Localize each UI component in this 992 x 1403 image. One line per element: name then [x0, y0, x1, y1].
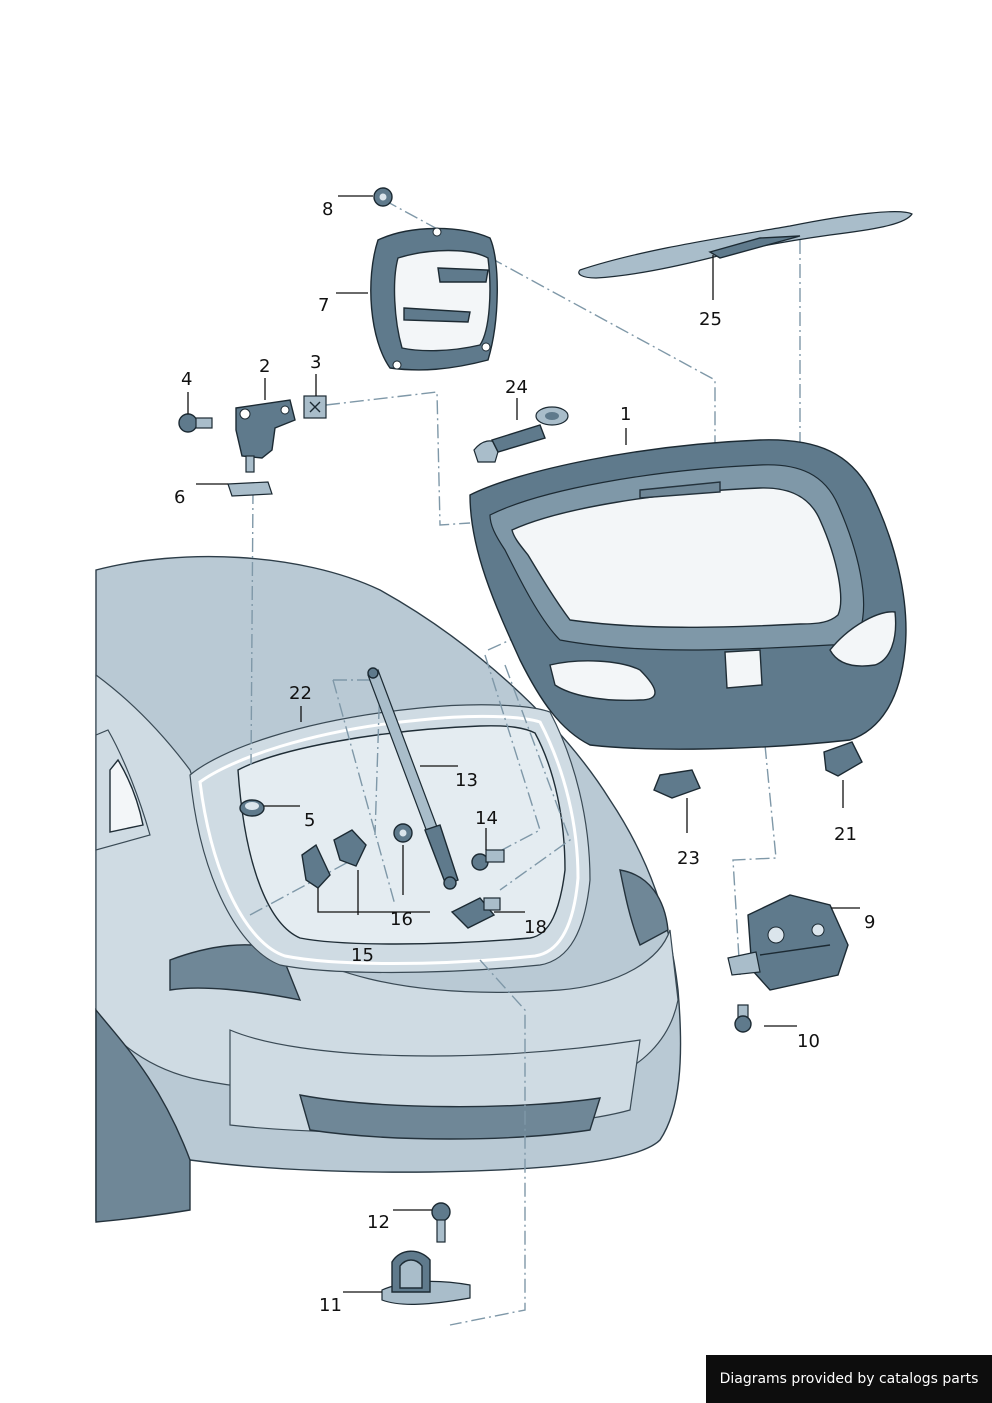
gasket-part — [227, 481, 273, 497]
label-9: 9 — [864, 912, 875, 933]
label-22: 22 — [289, 683, 312, 704]
label-15: 15 — [351, 945, 374, 966]
striker-part — [381, 1250, 471, 1305]
hinge-part — [235, 399, 296, 473]
lock-part — [727, 894, 849, 991]
label-13: 13 — [455, 770, 478, 791]
leader-lines — [187, 195, 860, 1293]
bolt-part-10 — [734, 1004, 752, 1033]
label-14: 14 — [475, 808, 498, 829]
grommet-part — [473, 406, 569, 463]
footer-banner: Diagrams provided by catalogs parts — [706, 1355, 992, 1403]
label-5: 5 — [304, 810, 315, 831]
screw-part-16 — [393, 823, 413, 843]
label-18: 18 — [524, 917, 547, 938]
label-24: 24 — [505, 377, 528, 398]
label-8: 8 — [322, 199, 333, 220]
footer-text: Diagrams provided by catalogs parts — [719, 1371, 979, 1387]
nut-part — [373, 187, 393, 207]
guide-part-23 — [653, 769, 701, 799]
label-21: 21 — [834, 824, 857, 845]
buffer-part-21 — [823, 741, 863, 777]
screw-part-12 — [431, 1202, 451, 1243]
bolt-part-14 — [471, 849, 505, 871]
bracket-part-15 — [301, 829, 367, 889]
buffer-part-18 — [450, 897, 501, 929]
label-3: 3 — [310, 352, 321, 373]
label-23: 23 — [677, 848, 700, 869]
label-12: 12 — [367, 1212, 390, 1233]
cap-part — [303, 395, 327, 419]
label-11: 11 — [319, 1295, 342, 1316]
clip-part-5 — [239, 799, 265, 817]
label-16: 16 — [390, 909, 413, 930]
label-6: 6 — [174, 487, 185, 508]
car-rear-body — [95, 555, 682, 1223]
label-4: 4 — [181, 369, 192, 390]
part-labels: 1 2 3 4 5 6 7 8 9 10 11 12 13 14 15 16 1… — [174, 199, 875, 1316]
bolt-part — [178, 413, 213, 433]
label-10: 10 — [797, 1031, 820, 1052]
label-25: 25 — [699, 309, 722, 330]
spoiler-part — [578, 211, 913, 279]
gas-strut-part — [367, 667, 459, 890]
label-7: 7 — [318, 295, 329, 316]
label-2: 2 — [259, 356, 270, 377]
label-1: 1 — [620, 404, 631, 425]
handle-housing-part — [370, 227, 498, 371]
tailgate-part — [469, 439, 907, 750]
